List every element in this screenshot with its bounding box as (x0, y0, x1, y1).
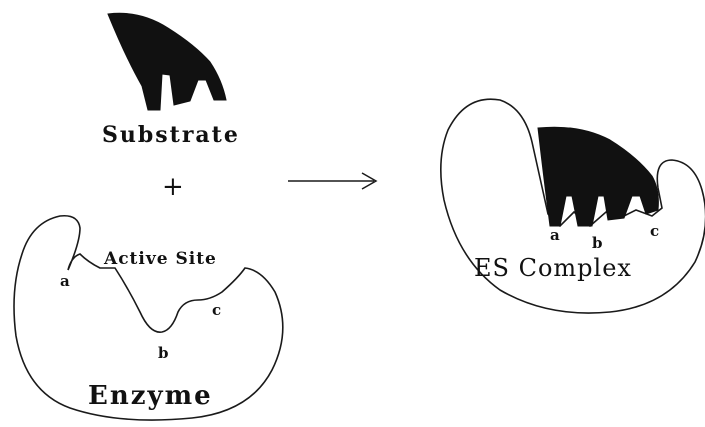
active-site-label: Active Site (103, 249, 217, 269)
enzyme-label: Enzyme (88, 381, 213, 411)
es-site-a-label: a (550, 226, 560, 244)
substrate-label: Substrate (102, 122, 240, 148)
enzyme-site-c-label: c (212, 301, 221, 319)
substrate-shape (108, 13, 226, 110)
right-arrow-icon (288, 173, 376, 189)
es-site-b-label: b (592, 234, 603, 252)
es-site-c-label: c (650, 222, 659, 240)
plus-sign: + (162, 172, 184, 202)
es-complex-label: ES Complex (474, 254, 632, 282)
enzyme-site-a-label: a (60, 272, 70, 290)
enzyme-site-b-label: b (158, 344, 169, 362)
